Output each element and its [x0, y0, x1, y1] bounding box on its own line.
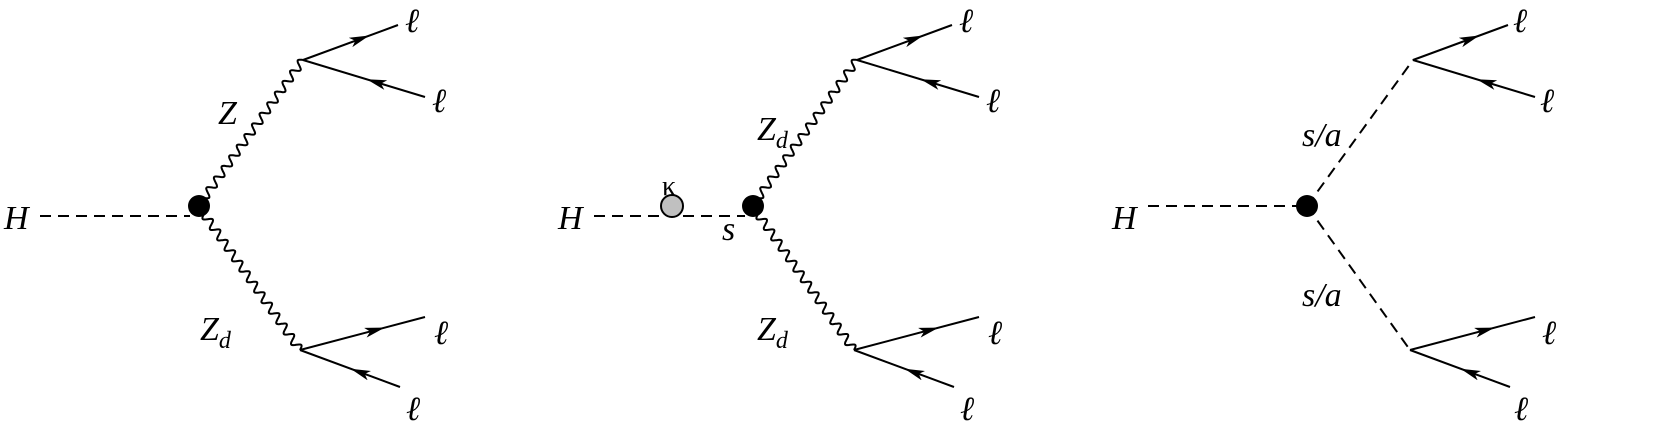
lepton-label: ℓ — [1514, 391, 1528, 426]
lepton-label: ℓ — [1513, 3, 1527, 40]
zd-boson-line — [755, 213, 857, 351]
higgs-label-1: H — [3, 200, 31, 237]
lepton-line — [1412, 24, 1509, 61]
lepton-label: ℓ — [434, 315, 448, 352]
lepton-label: ℓ — [432, 83, 446, 120]
lepton-label: ℓ — [1542, 315, 1556, 352]
vertex-dot — [742, 195, 764, 217]
scalar-line-upper — [1306, 59, 1414, 207]
antilepton-line — [856, 59, 980, 98]
lepton-label: ℓ — [960, 391, 974, 426]
zd-label-lower: Zd — [757, 311, 789, 354]
sa-label-lower: s/a — [1302, 277, 1342, 314]
higgs-label-2: H — [557, 200, 585, 237]
zd-boson-line — [201, 213, 303, 351]
lepton-line — [1409, 316, 1536, 351]
z-boson-line — [203, 58, 304, 200]
higgs-label-3: H — [1111, 200, 1139, 237]
lepton-label: ℓ — [1540, 83, 1554, 120]
vertex-dot — [1296, 195, 1318, 217]
lepton-label: ℓ — [405, 3, 419, 40]
scalar-line-lower — [1306, 205, 1411, 351]
lepton-label: ℓ — [986, 83, 1000, 120]
lepton-label: ℓ — [406, 391, 420, 426]
antilepton-line — [302, 59, 426, 98]
lepton-line — [856, 24, 953, 61]
z-label: Z — [218, 95, 238, 132]
lepton-line — [853, 316, 980, 351]
lepton-label: ℓ — [959, 3, 973, 40]
s-label: s — [722, 211, 735, 248]
antilepton-line — [1409, 349, 1511, 388]
lepton-line — [299, 316, 426, 351]
antilepton-line — [1412, 59, 1536, 98]
antilepton-line — [853, 349, 955, 388]
sa-label-upper: s/a — [1302, 117, 1342, 154]
zd-label-1: Zd — [200, 311, 232, 354]
vertex-dot — [188, 195, 210, 217]
mixing-vertex — [660, 194, 684, 218]
zd-label-upper: Zd — [757, 111, 789, 154]
lepton-line — [302, 24, 399, 61]
antilepton-line — [299, 349, 401, 388]
zd-boson-line — [757, 58, 858, 200]
lepton-label: ℓ — [988, 315, 1002, 352]
